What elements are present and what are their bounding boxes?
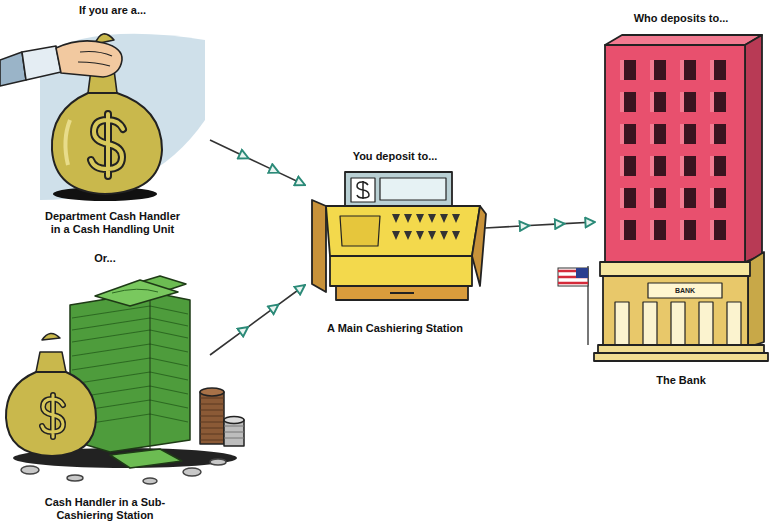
bank-building-part (699, 302, 713, 345)
node-heading: If you are a... (79, 4, 146, 17)
hand-with-money-bag-part (91, 114, 123, 176)
bank-building-part (598, 345, 764, 353)
node-heading: You deposit to... (353, 150, 438, 163)
bank-building (594, 35, 768, 361)
cash-register-part (351, 178, 375, 202)
bank-building-part (727, 302, 741, 345)
cash-pile-part (21, 466, 39, 474)
cash-pile-part (95, 280, 178, 306)
cash-pile-part (36, 352, 66, 372)
bank-building-part (643, 302, 657, 345)
flow-arrow (485, 222, 595, 228)
cash-pile-part (224, 417, 244, 424)
bank-building-part (618, 58, 738, 250)
hand-with-money-bag-part (78, 52, 112, 67)
hand-with-money-bag-part (22, 46, 61, 80)
cash-pile (6, 276, 244, 484)
bank-building-part (594, 353, 768, 361)
cash-pile-part (110, 449, 182, 468)
flow-arrow (210, 140, 305, 185)
cash-register-part (340, 216, 380, 246)
node-heading: Or... (94, 252, 115, 265)
cash-pile-part (6, 372, 96, 456)
cash-register-part (330, 256, 472, 286)
us-flag-part (576, 268, 588, 278)
cash-pile-part (42, 395, 63, 437)
cash-register-node: You deposit to... A Main Cashiering Stati… (305, 150, 485, 335)
cash-pile-part (224, 426, 244, 438)
money-bag-node: If you are a... Department Cash Handler i… (15, 4, 210, 236)
hand-with-money-bag (0, 34, 162, 201)
hand-with-money-bag-part (65, 120, 70, 165)
cash-pile-part (112, 289, 158, 293)
backdrop-part (40, 34, 205, 200)
cash-register-part (336, 286, 468, 300)
us-flag-part (558, 268, 588, 286)
cash-register-part (345, 172, 452, 207)
cash-register-part (380, 178, 446, 200)
bank-building-part (648, 283, 722, 298)
bank-building-part (671, 302, 685, 345)
bank-building-part (605, 35, 762, 45)
cash-pile-part (200, 388, 224, 396)
bank-node: Who deposits to... The Bank (595, 12, 767, 387)
node-caption: Cash Handler in a Sub-Cashiering Station (40, 496, 170, 522)
cash-pile-part (143, 478, 157, 484)
hand-with-money-bag-part (91, 114, 123, 176)
cash-register-part (326, 206, 480, 256)
backdrop (40, 34, 205, 200)
bank-building-part (745, 35, 762, 262)
us-flag (558, 266, 588, 345)
cash-pile-node: Or... Cash Handler in a Sub-Cashiering St… (0, 252, 210, 522)
cash-pile-part (150, 292, 151, 452)
bank-building-part (605, 45, 745, 262)
cash-register-part (390, 292, 414, 294)
node-caption: Department Cash Handler in a Cash Handli… (43, 210, 183, 236)
cash-pile-part (67, 475, 83, 481)
cash-register-part (357, 181, 369, 199)
cash-register-part (312, 200, 326, 292)
node-caption: The Bank (656, 374, 706, 387)
node-heading: Who deposits to... (634, 12, 729, 25)
flow-arrow (210, 285, 305, 355)
cash-register-part (392, 214, 460, 240)
bank-building-part (615, 302, 629, 345)
bank-sign-text: BANK (675, 287, 695, 295)
cash-register-part (472, 206, 486, 286)
hand-with-money-bag-part (52, 93, 162, 194)
bank-building-part (600, 262, 750, 276)
cash-pile-part (200, 392, 224, 444)
cash-pile-part (42, 333, 60, 340)
cash-pile-part (200, 398, 224, 440)
node-caption: A Main Cashiering Station (327, 322, 463, 335)
cash-register (312, 172, 486, 300)
cash-pile-part (183, 468, 201, 476)
cash-pile-part (210, 459, 226, 465)
cash-pile-part (42, 395, 63, 437)
hand-with-money-bag-part (56, 41, 122, 77)
